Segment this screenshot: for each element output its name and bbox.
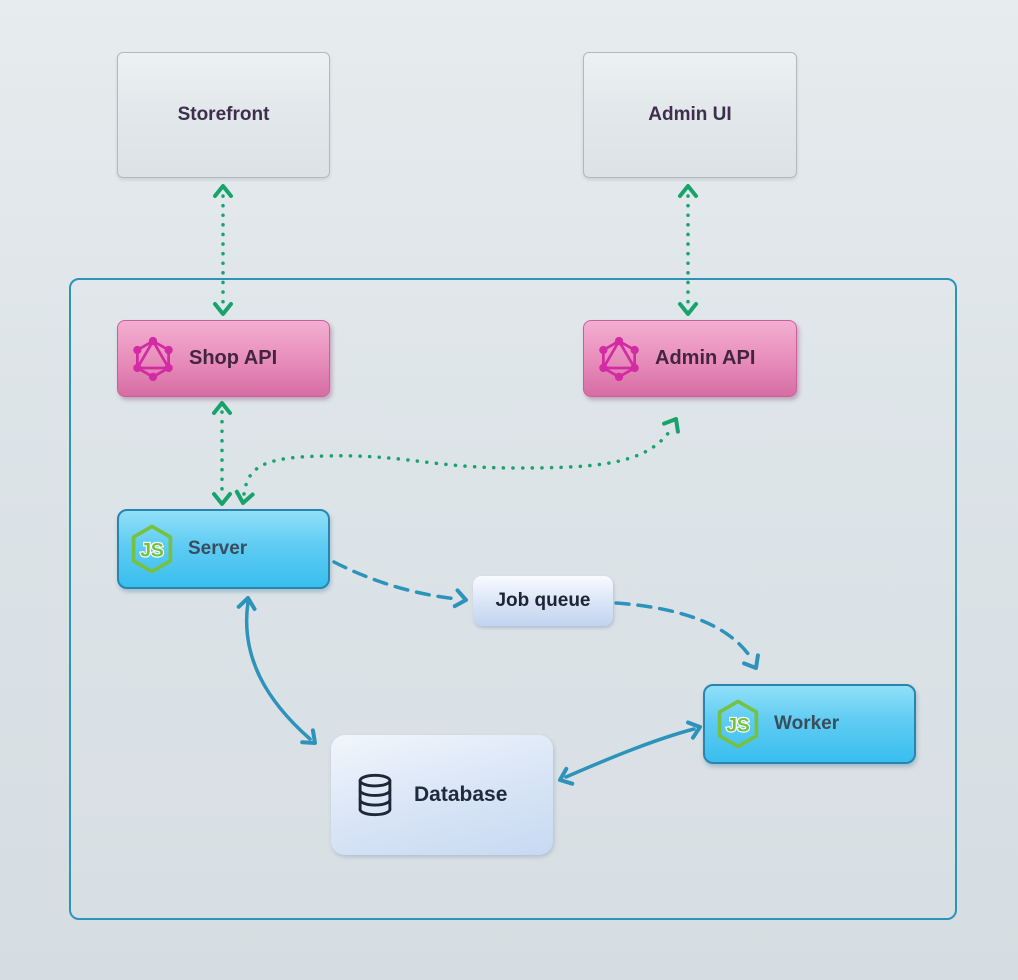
svg-text:JS: JS [140,540,164,561]
nodejs-icon: JS [129,523,175,575]
edge-shop-api-server [212,401,232,506]
edge-worker-database [558,720,702,786]
node-database-label: Database [414,783,508,806]
node-job-queue: Job queue [473,576,613,626]
graphql-icon [130,336,176,382]
node-admin-ui: Admin UI [583,52,797,178]
node-server-label: Server [188,538,248,559]
node-database: Database [331,735,553,855]
nodejs-icon: JS [715,698,761,750]
edge-admin-ui-admin-api [678,184,698,316]
graphql-icon [596,336,642,382]
database-icon [351,770,399,820]
node-worker: JS Worker [703,684,916,764]
node-storefront: Storefront [117,52,330,178]
node-shop-api: Shop API [117,320,330,397]
node-admin-api-label: Admin API [655,347,756,369]
edge-server-database [236,596,317,745]
node-admin-api: Admin API [583,320,797,397]
edge-server-job-queue [332,560,468,609]
node-shop-api-label: Shop API [189,347,278,369]
edge-job-queue-worker [614,601,760,670]
node-server: JS Server [117,509,330,589]
node-admin-ui-label: Admin UI [648,104,732,125]
node-storefront-label: Storefront [177,104,270,125]
svg-text:JS: JS [726,715,750,736]
edge-server-admin-api [234,417,680,505]
edge-storefront-shop-api [213,184,233,316]
node-job-queue-label: Job queue [495,590,591,611]
node-worker-label: Worker [774,713,840,734]
